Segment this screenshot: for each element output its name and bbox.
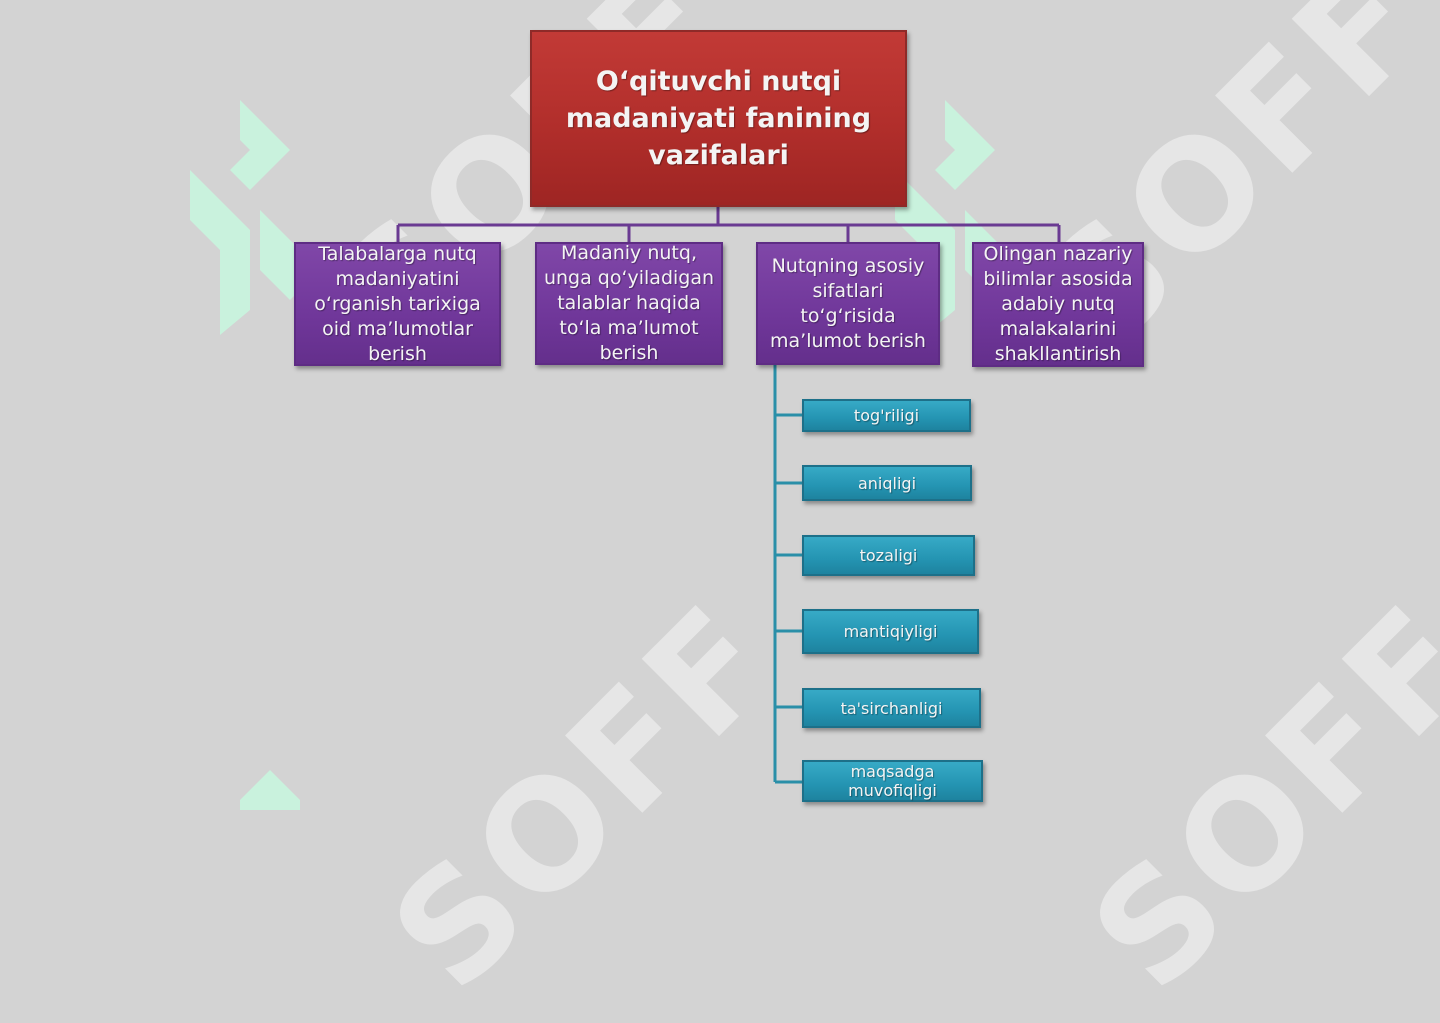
quality-connector <box>773 365 802 784</box>
root-connector <box>396 207 1061 242</box>
quality-node: aniqligi <box>802 465 972 501</box>
root-node: O‘qituvchi nutqi madaniyati fanining vaz… <box>530 30 907 207</box>
quality-node: tozaligi <box>802 535 975 576</box>
task-node: Olingan nazariy bilimlar asosida adabiy … <box>972 242 1144 367</box>
quality-node: mantiqiyligi <box>802 609 979 654</box>
task-node: Talabalarga nutq madaniyatini o‘rganish … <box>294 242 501 366</box>
quality-node: ta'sirchanligi <box>802 688 981 728</box>
quality-node: tog'riligi <box>802 399 971 432</box>
task-node: Madaniy nutq, unga qo‘yiladigan talablar… <box>535 242 723 365</box>
diagram-connectors <box>396 207 1061 784</box>
quality-node: maqsadga muvofiqligi <box>802 760 983 802</box>
task-node: Nutqning asosiy sifatlari to‘g‘risida ma… <box>756 242 940 365</box>
